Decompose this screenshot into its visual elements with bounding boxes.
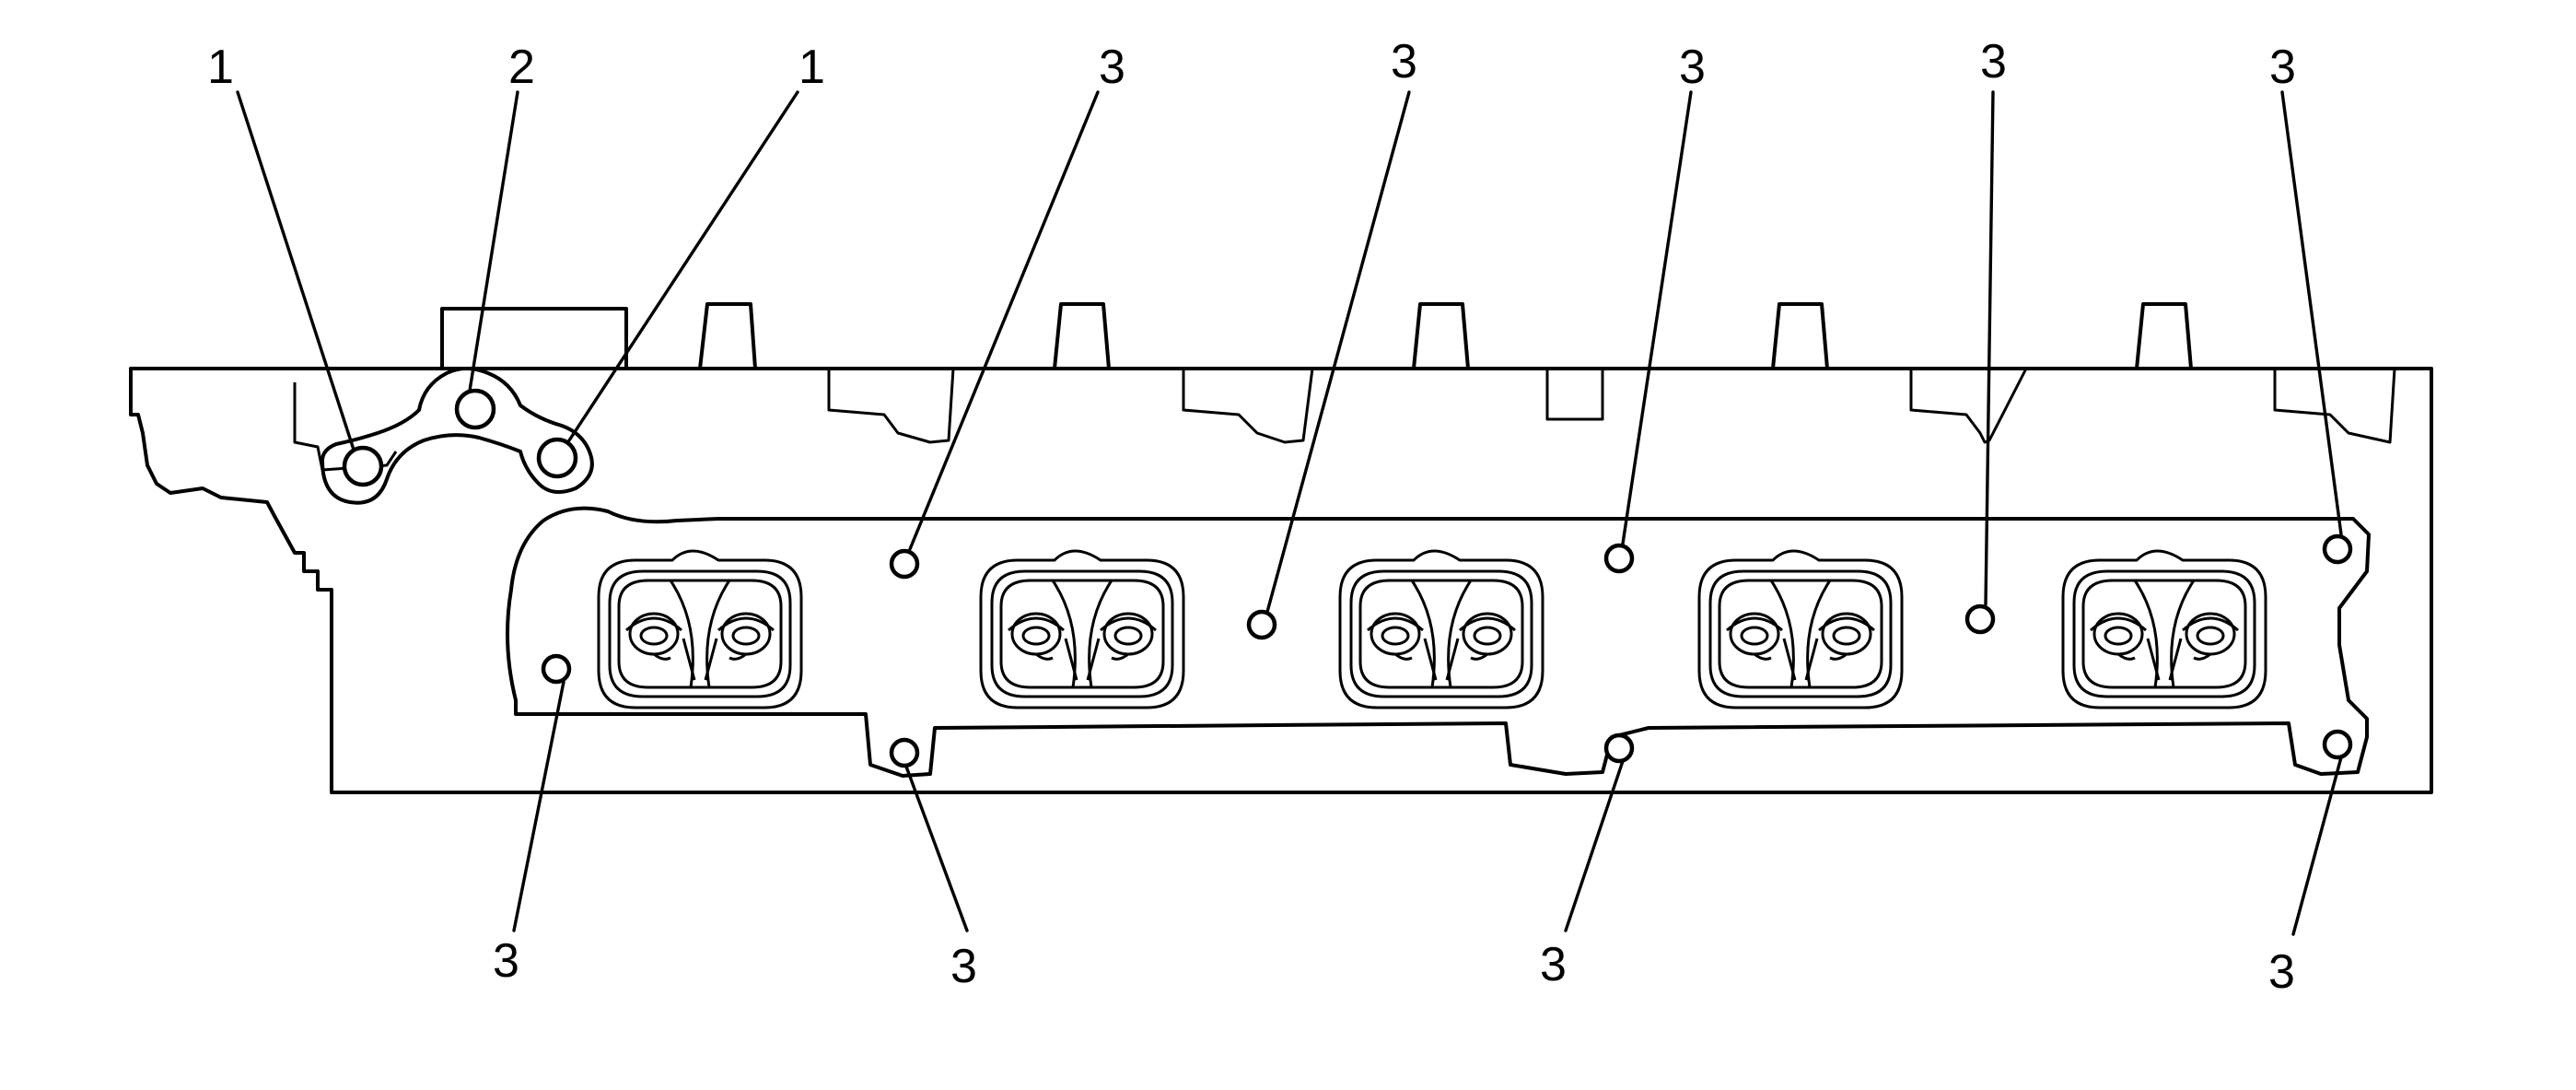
callout-3: 3 — [1391, 35, 1417, 88]
callout-3: 3 — [1679, 41, 1706, 94]
bolt-hole-3 — [1603, 733, 1635, 764]
callout-3: 3 — [1980, 35, 2007, 88]
bolt-hole-3 — [1246, 609, 1277, 640]
bolt-hole-3 — [889, 548, 920, 580]
bolt-hole-3 — [889, 737, 920, 768]
bolt-hole-3 — [2322, 533, 2353, 565]
bracket-boss — [321, 367, 594, 505]
bolt-hole-3 — [1964, 604, 1996, 635]
callout-3: 3 — [1540, 938, 1567, 991]
port-5 — [2061, 549, 2267, 709]
bolt-hole-3 — [541, 653, 572, 685]
callout-3: 3 — [2268, 945, 2295, 999]
head-boss — [1412, 302, 1470, 370]
port-2 — [979, 549, 1185, 709]
port-3 — [1338, 549, 1544, 709]
port-face-outline — [506, 506, 2371, 778]
head-boss — [698, 302, 757, 370]
port-1 — [597, 549, 803, 709]
callout-3: 3 — [1099, 41, 1125, 94]
callout-3: 3 — [950, 940, 977, 993]
callout-1: 1 — [207, 41, 234, 94]
callout-1: 1 — [798, 41, 825, 94]
bolt-hole-2 — [454, 388, 496, 430]
bolt-hole-1 — [536, 437, 578, 479]
bolt-hole-1 — [342, 445, 384, 487]
bolt-hole-3 — [2322, 729, 2353, 760]
head-boss — [1771, 302, 1829, 370]
callout-3: 3 — [2269, 41, 2296, 94]
callout-2: 2 — [508, 41, 535, 94]
head-boss — [2135, 302, 2193, 370]
head-boss — [1053, 302, 1111, 370]
bolt-hole-3 — [1603, 543, 1635, 574]
head-boss — [440, 307, 628, 370]
port-4 — [1697, 549, 1904, 709]
callout-3: 3 — [493, 934, 519, 988]
cylinder-head-outline — [129, 367, 2433, 794]
